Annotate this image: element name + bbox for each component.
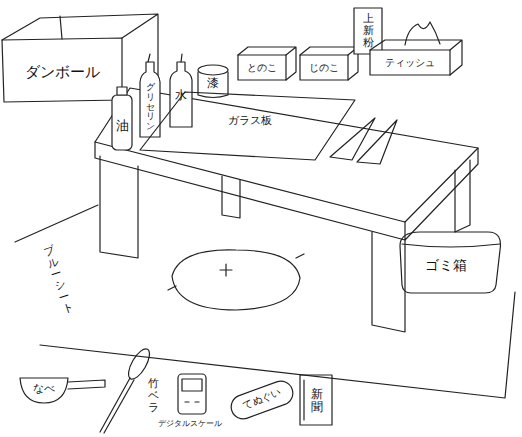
lacquer-label: 漆: [207, 77, 219, 91]
glycerin-label: グリセリン: [146, 83, 155, 132]
hand-towel: [228, 378, 296, 422]
cushion: [172, 250, 300, 310]
powder-box: [300, 47, 358, 80]
glass-plate: [140, 92, 355, 160]
object-box: なべ: [24, 379, 64, 399]
cardboard-label: ダンボール: [25, 64, 100, 81]
spatula: [330, 118, 375, 160]
object-box: ダンボール: [8, 56, 116, 90]
spatula: [357, 120, 397, 164]
object-box: グリセリン: [142, 80, 158, 135]
object-box: 漆: [201, 74, 225, 94]
powder-label: じのこ: [309, 62, 339, 74]
trash-bin-label: ゴミ箱: [425, 257, 467, 273]
spatula-label: 竹ベラ: [148, 378, 159, 414]
glass-plate-label: ガラス板: [228, 115, 272, 128]
jar-lid: [198, 65, 228, 75]
table-edge: [95, 142, 478, 240]
scale-buttons: [185, 401, 199, 402]
bamboo-spatula: [100, 378, 134, 433]
object-box: じのこ: [302, 58, 346, 78]
powder-box: [238, 47, 296, 80]
water-bottle: [170, 62, 192, 127]
flour-label: 上新粉: [363, 13, 374, 49]
bamboo-spatula-head: [124, 346, 153, 382]
cardboard-box: [2, 38, 122, 102]
object-box: とのこ: [240, 58, 284, 78]
digital-scale: [178, 374, 206, 414]
tissue-box: [370, 40, 462, 75]
trash-rim: [402, 244, 500, 247]
object-box: 水: [172, 86, 190, 106]
oil-bottle: [112, 95, 132, 150]
trash-bin: [400, 232, 501, 293]
bottle-nozzle: [148, 54, 150, 62]
object-box: ガラス板: [210, 110, 290, 132]
cushion-mark: [168, 254, 304, 290]
object-box: ティッシュ: [373, 54, 447, 72]
table-leg: [222, 176, 240, 218]
powder-box: [238, 55, 286, 80]
newspaper-label: 新聞: [311, 388, 323, 414]
powder-box: [300, 55, 348, 80]
newspaper-fold: [303, 380, 304, 420]
bottle-nozzle: [181, 54, 182, 62]
object-box: 新聞: [307, 380, 327, 422]
bottle-cap: [117, 87, 127, 95]
newspaper: [300, 375, 332, 425]
pot-handle: [68, 380, 105, 389]
table-leg: [100, 156, 138, 258]
flour-bag: [354, 8, 382, 54]
sheet-label: ブルーシート: [42, 244, 75, 316]
object-box: 上新粉: [357, 11, 379, 51]
object-box: 油: [114, 115, 130, 137]
towel-label: てぬぐい: [241, 387, 283, 411]
powder-label: とのこ: [247, 62, 277, 74]
cardboard-tape: [60, 16, 62, 39]
tissue-paper: [405, 22, 440, 45]
sheet-edge: [15, 205, 98, 242]
scale-label: デジタルスケール: [158, 419, 222, 428]
tissue-box: [370, 50, 450, 75]
cardboard-box: [2, 14, 158, 100]
object-box: てぬぐい: [234, 382, 289, 417]
glycerin-bottle: [140, 62, 160, 137]
tissue-label: ティッシュ: [385, 57, 435, 69]
scale-screen: [182, 379, 202, 391]
water-label: 水: [175, 89, 187, 103]
oil-label: 油: [116, 119, 129, 134]
table-leg: [455, 160, 470, 232]
pot: [20, 378, 68, 403]
pot-label: なべ: [33, 383, 55, 396]
object-box: ゴミ箱: [410, 250, 482, 280]
